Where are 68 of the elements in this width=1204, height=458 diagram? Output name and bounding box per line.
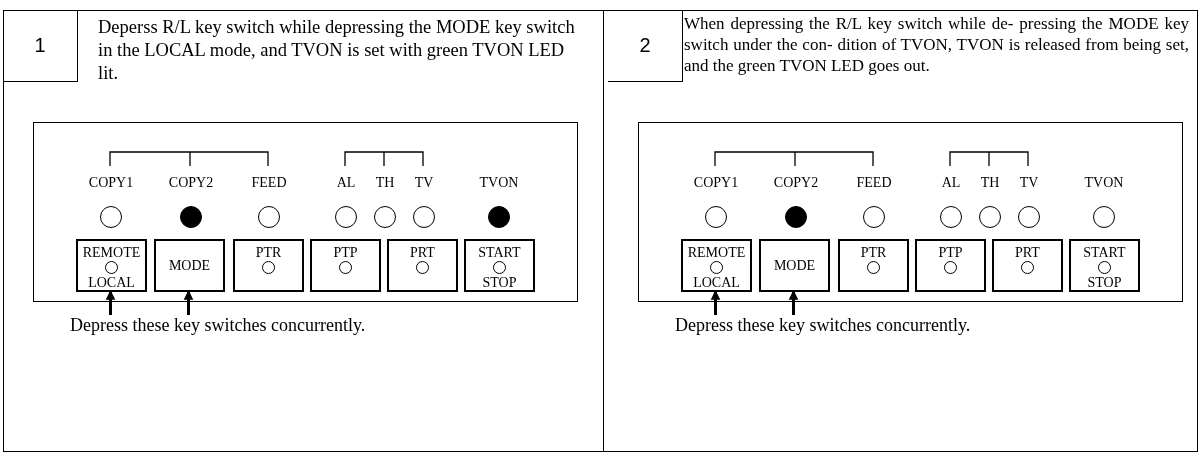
key-switch [992, 239, 1063, 292]
led-label: AL [336, 175, 356, 191]
key-switch [76, 239, 147, 292]
key-switch [838, 239, 909, 292]
key-label: LOCAL [88, 275, 135, 290]
key-switch [915, 239, 986, 292]
key-label: STOP [482, 275, 517, 290]
control-panel [638, 122, 1183, 302]
key-switch [387, 239, 458, 292]
key-label: START [1083, 245, 1126, 260]
key-label: STOP [1087, 275, 1122, 290]
key-label: REMOTE [82, 245, 141, 260]
note-text: Depress these key switches concurrently. [70, 315, 366, 336]
led-indicator [705, 206, 727, 228]
key-label: REMOTE [687, 245, 746, 260]
key-label: PTP [938, 245, 963, 260]
key-label: MODE [773, 258, 816, 273]
key-label: START [478, 245, 521, 260]
led-indicator [374, 206, 396, 228]
led-indicator [863, 206, 885, 228]
led-indicator [100, 206, 122, 228]
led-label: COPY2 [168, 175, 214, 191]
led-indicator [1018, 206, 1040, 228]
key-label: LOCAL [693, 275, 740, 290]
led-label: TVON [1084, 175, 1124, 191]
led-label: TH [375, 175, 395, 191]
key-switch [154, 239, 225, 292]
control-panel [33, 122, 578, 302]
key-label: PTR [860, 245, 887, 260]
lit-led-indicator [785, 206, 807, 228]
led-label: FEED [856, 175, 892, 191]
instruction-text: Deperss R/L key switch while depressing the MODE key switch in the LOCAL mode, and TVON is set with green TVON LED lit. [98, 16, 578, 85]
led-label: TV [414, 175, 434, 191]
key-label: PRT [1015, 245, 1040, 260]
key-label: PRT [410, 245, 435, 260]
arrow [788, 290, 799, 315]
led-indicator [979, 206, 1001, 228]
led-indicator [258, 206, 280, 228]
step-number-box: 1 [3, 10, 78, 82]
led-indicator [413, 206, 435, 228]
arrow [710, 290, 721, 315]
led-label: TH [980, 175, 1000, 191]
led-indicator [1093, 206, 1115, 228]
step-number-box: 2 [608, 10, 683, 82]
key-switch [233, 239, 304, 292]
arrow [105, 290, 116, 315]
led-indicator [335, 206, 357, 228]
led-label: TV [1019, 175, 1039, 191]
key-label: PTR [255, 245, 282, 260]
key-switch [759, 239, 830, 292]
key-switch [464, 239, 535, 292]
key-label: PTP [333, 245, 358, 260]
key-switch [1069, 239, 1140, 292]
arrow [183, 290, 194, 315]
lit-led-indicator [488, 206, 510, 228]
led-label: COPY1 [693, 175, 739, 191]
led-label: FEED [251, 175, 287, 191]
lit-led-indicator [180, 206, 202, 228]
led-label: COPY2 [773, 175, 819, 191]
key-switch [310, 239, 381, 292]
note-text: Depress these key switches concurrently. [675, 315, 971, 336]
led-label: COPY1 [88, 175, 134, 191]
led-label: TVON [479, 175, 519, 191]
key-label: MODE [168, 258, 211, 273]
instruction-text: When depressing the R/L key switch while de- pressing the MODE key switch under the con- dition of TVON, TVON is released from being set, and the green TVON LED goes out. [684, 13, 1189, 76]
led-label: AL [941, 175, 961, 191]
key-switch [681, 239, 752, 292]
led-indicator [940, 206, 962, 228]
